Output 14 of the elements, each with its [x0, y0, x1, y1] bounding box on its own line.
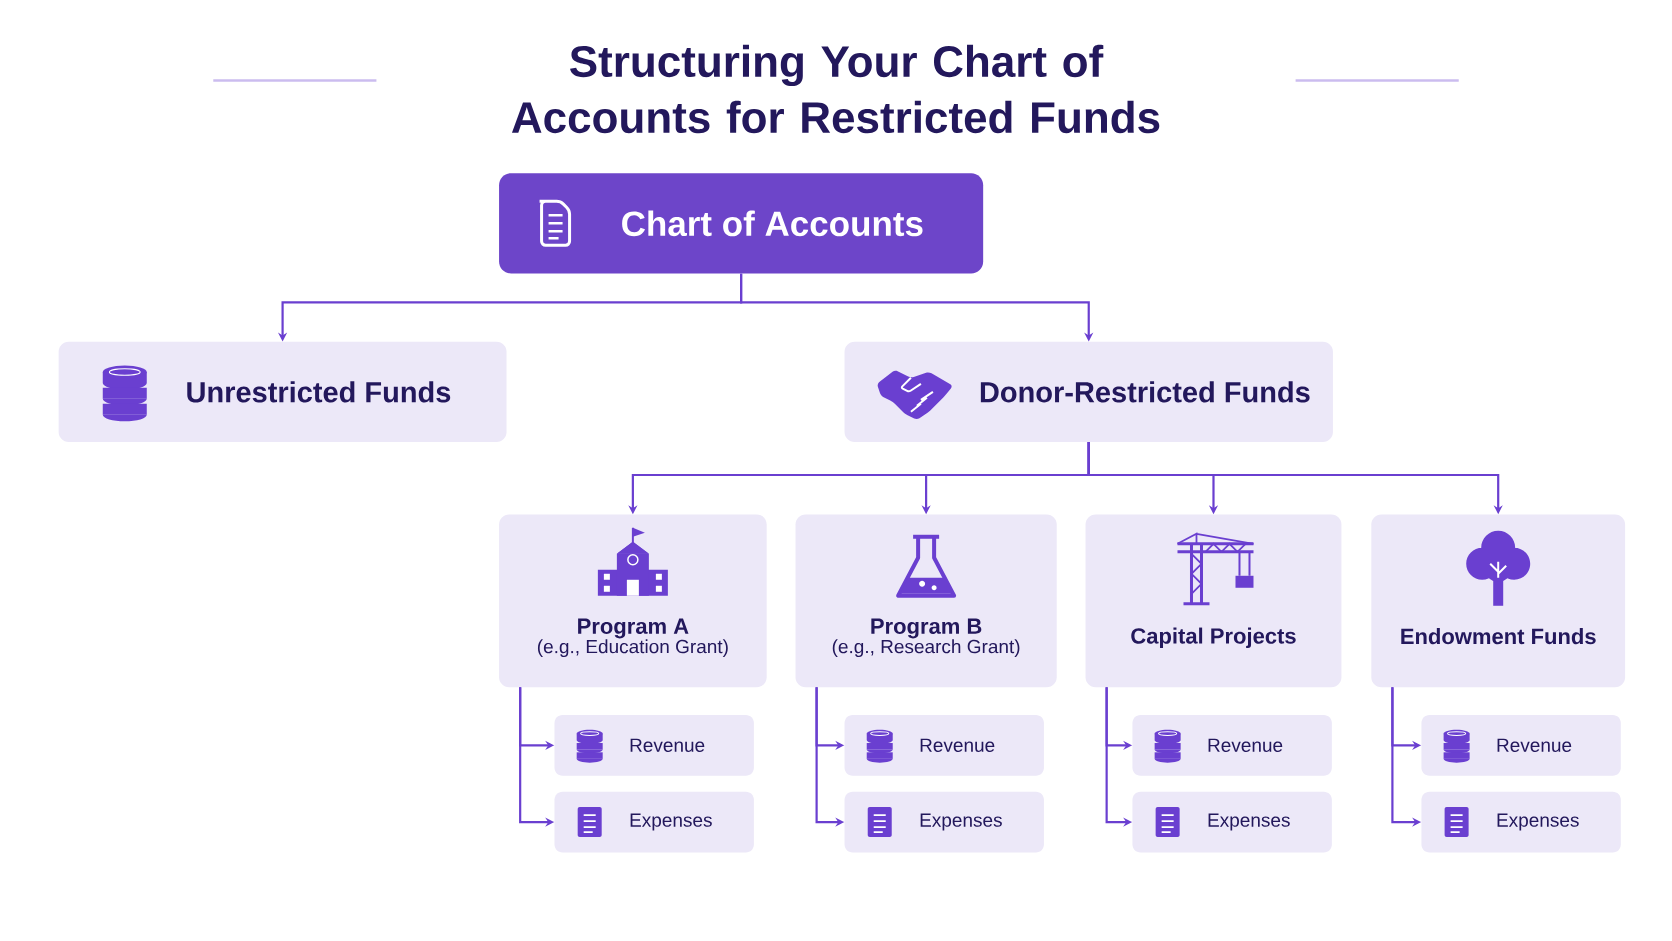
category-card: Program B (e.g., Research Grant): [795, 514, 1057, 688]
account-box: Expenses: [844, 791, 1044, 853]
fund-box: Donor-Restricted Funds: [844, 341, 1333, 442]
root-box: Chart of Accounts: [499, 173, 984, 274]
account-box: Expenses: [1132, 791, 1332, 853]
account-box: Expenses: [1421, 791, 1621, 853]
category-card: Capital Projects: [1085, 514, 1342, 688]
account-box: Revenue: [1421, 714, 1621, 776]
category-card: Endowment Funds: [1371, 514, 1626, 688]
account-box: Expenses: [554, 791, 754, 853]
title: Structuring Your Chart of Accounts for Restricted Funds: [511, 44, 1160, 134]
fund-box: Unrestricted Funds: [58, 341, 507, 442]
account-box: Revenue: [1132, 714, 1332, 776]
category-card: Program A (e.g., Education Grant): [499, 514, 767, 688]
